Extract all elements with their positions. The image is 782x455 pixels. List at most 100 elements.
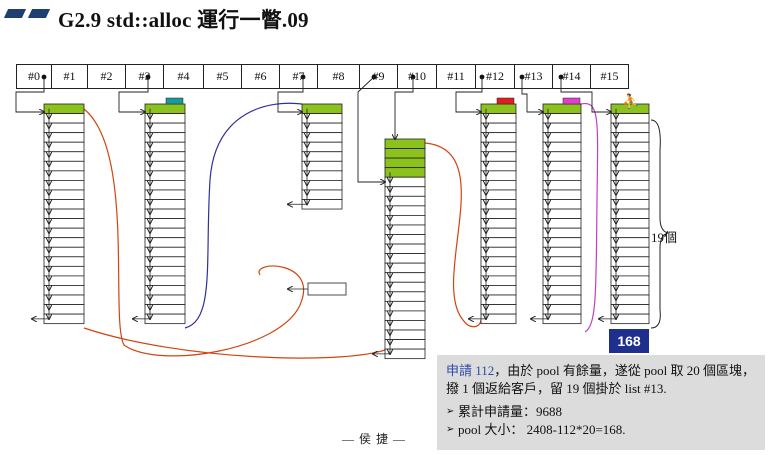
free-list-slot: #5 <box>204 64 242 89</box>
slot-head-pointer <box>15 77 44 112</box>
pool-size-badge: 168 <box>609 329 649 353</box>
list-12-chunk <box>542 246 582 258</box>
list-3-chunk <box>144 122 186 134</box>
list-0-chunk <box>43 208 85 220</box>
list-13-chunk <box>610 122 650 134</box>
list-12-chunk <box>542 237 582 248</box>
list-12-chunk <box>542 122 582 134</box>
list-12-chunk <box>542 313 582 325</box>
list-3-chunk <box>144 151 186 162</box>
pool-chunks-chunk <box>384 138 426 149</box>
list-12-chunk <box>542 199 582 210</box>
list-0-chunk <box>43 141 85 153</box>
list-3-chunk <box>144 189 186 200</box>
pool-chunks-chunk <box>384 348 426 360</box>
pool-chunks-chunk <box>384 176 426 188</box>
running-figure-icon: ⛹ <box>622 92 639 110</box>
list-0-chunk <box>43 256 85 267</box>
pool-chunks-chunk <box>384 262 426 274</box>
list-0-chunk <box>43 218 85 229</box>
list-12-chunk <box>542 141 582 153</box>
list-0-chunk <box>43 227 85 239</box>
list-0-chunk <box>43 113 85 124</box>
list-3-chunk <box>144 218 186 229</box>
free-list-slot: #4 <box>164 64 204 89</box>
list-7-chunk <box>301 170 343 181</box>
list-12-chunk <box>542 189 582 200</box>
explanation-note: 申請 112，由於 pool 有餘量，遂從 pool 取 20 個區塊，撥 1 … <box>437 355 765 450</box>
slot-head-pointer <box>395 77 414 139</box>
note-bullet-total-requested: 累計申請量：9688 <box>446 403 756 421</box>
slot-head-pointer <box>118 77 149 112</box>
slot-head-pointer <box>455 77 483 112</box>
list-12-chunk <box>542 113 582 124</box>
list-3-chunk <box>144 160 186 172</box>
pool-chunks-chunk <box>384 300 426 312</box>
list-12-chunk <box>542 256 582 267</box>
page-title: G2.9 std::alloc 運行一瞥.09 <box>58 8 309 32</box>
free-list-slot: #14 <box>553 64 591 89</box>
list-0-chunk <box>43 103 85 114</box>
list-0-chunk <box>43 237 85 248</box>
free-list-slot: #11 <box>437 64 476 89</box>
free-list-slot: #10 <box>398 64 437 89</box>
list-3-chunk <box>144 141 186 153</box>
list-3-chunk <box>144 170 186 181</box>
slot-head-pointer <box>560 77 611 112</box>
marker-red <box>496 97 515 105</box>
list-3-chunk <box>144 275 186 286</box>
list-13-chunk <box>610 199 650 210</box>
pool-chunks-chunk <box>384 234 426 245</box>
note-description: 申請 112，由於 pool 有餘量，遂從 pool 取 20 個區塊，撥 1 … <box>446 362 756 398</box>
list-13-chunk <box>610 189 650 200</box>
list-7-chunk <box>301 160 343 172</box>
list-7-chunk <box>301 122 343 134</box>
list-13-chunk <box>610 179 650 191</box>
list-13-chunk <box>610 294 650 305</box>
note-description-text: ，由於 pool 有餘量，遂從 pool 取 20 個區塊，撥 1 個返給客戶，… <box>446 363 756 396</box>
list-0-chunk <box>43 313 85 325</box>
note-request-label: 申請 112 <box>446 363 495 378</box>
list-3-chunk <box>144 265 186 277</box>
free-list-slot: #6 <box>242 64 280 89</box>
list-13-chunk <box>610 285 650 296</box>
list-3-chunk <box>144 237 186 248</box>
author-signature: — 侯 捷 — <box>342 432 407 446</box>
list-0-chunk <box>43 275 85 286</box>
list-3-chunk <box>144 227 186 239</box>
list-12-chunk <box>542 103 582 114</box>
slot-head-pointer <box>277 77 304 112</box>
pool-chunks-chunk <box>384 214 426 226</box>
list-13-chunk <box>610 237 650 248</box>
list-13-chunk <box>610 208 650 220</box>
list-3-chunk <box>144 294 186 305</box>
pool-chunks-chunk <box>384 281 426 293</box>
list-12-chunk <box>542 179 582 191</box>
pool-chunks-chunk <box>384 205 426 216</box>
pool-chunks-chunk <box>384 195 426 207</box>
pool-chunks-chunk <box>384 148 426 159</box>
list-13-chunk <box>610 218 650 229</box>
list-12-chunk <box>542 208 582 220</box>
marker-teal <box>165 97 184 105</box>
magenta-link <box>580 102 599 333</box>
list-12-chunk <box>542 265 582 277</box>
list-0-chunk <box>43 199 85 210</box>
list-3-chunk <box>144 246 186 258</box>
pool-chunks-chunk <box>384 310 426 321</box>
free-list-slot: #15 <box>591 64 629 89</box>
list-0-chunk <box>43 294 85 305</box>
list-7-chunk <box>301 189 343 200</box>
list-3-chunk <box>144 285 186 296</box>
list-13-chunk <box>610 227 650 239</box>
free-list-slot: #1 <box>52 64 88 89</box>
list-7-chunk <box>301 151 343 162</box>
pool-chunks-chunk <box>384 243 426 255</box>
list-0-chunk <box>43 132 85 143</box>
chunk-count-label: 19個 <box>651 230 678 245</box>
list-3-chunk <box>144 208 186 220</box>
pool-chunks-chunk <box>384 167 426 178</box>
list-0-chunk <box>43 304 85 315</box>
list-13-chunk <box>610 275 650 286</box>
